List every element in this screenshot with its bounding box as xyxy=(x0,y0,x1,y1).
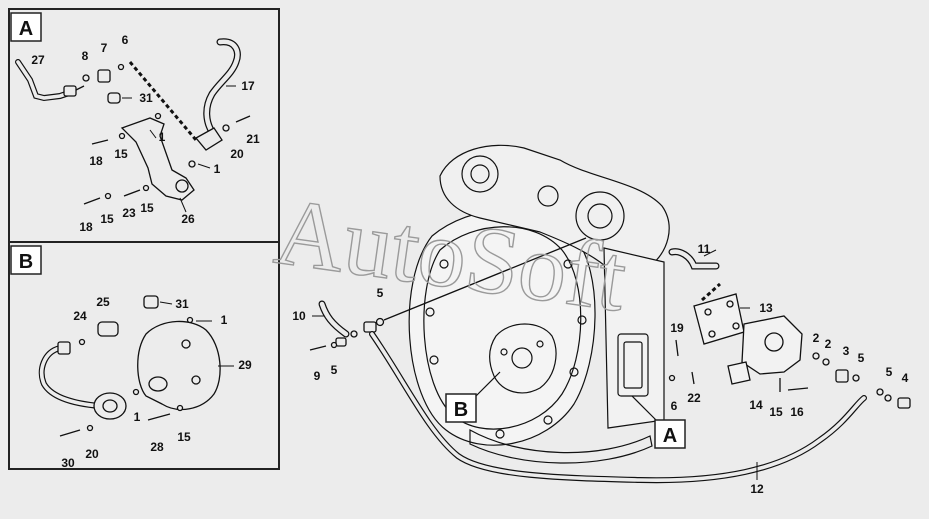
transmission-assembly xyxy=(408,144,670,464)
part-number: 15 xyxy=(100,212,114,226)
inset-b-label-box xyxy=(10,245,42,275)
main-callouts: 11 13 19 10 5 9 5 2 2 3 5 5 4 22 6 14 15… xyxy=(292,242,908,496)
part-number: 18 xyxy=(79,220,93,234)
part-number: 31 xyxy=(139,91,153,105)
part-number: 17 xyxy=(241,79,255,93)
inset-b-label: B xyxy=(19,251,33,273)
part-number: 20 xyxy=(85,447,99,461)
part-number: 5 xyxy=(858,351,865,365)
part-number: 1 xyxy=(221,313,228,327)
inset-a-label-box xyxy=(10,12,42,42)
part-number: 21 xyxy=(246,132,260,146)
part-number: 22 xyxy=(687,391,701,405)
part-number: 14 xyxy=(749,398,763,412)
part-number: 9 xyxy=(314,369,321,383)
part-number: 1 xyxy=(214,162,221,176)
part-number: 1 xyxy=(134,410,141,424)
inset-a-label: A xyxy=(19,18,33,40)
part-number: 10 xyxy=(292,309,306,323)
part-number: 6 xyxy=(671,399,678,413)
part-number: 20 xyxy=(230,147,244,161)
callout-a-label: A xyxy=(663,425,677,447)
external-parts xyxy=(309,237,911,484)
part-number: 6 xyxy=(122,33,129,47)
part-number: 1 xyxy=(159,130,166,144)
part-number: 29 xyxy=(238,358,252,372)
part-number: 27 xyxy=(31,53,45,67)
part-number: 5 xyxy=(331,363,338,377)
part-number: 15 xyxy=(769,405,783,419)
inset-b-callouts: 25 31 24 1 29 1 28 15 30 20 xyxy=(61,295,252,470)
part-number: 16 xyxy=(790,405,804,419)
part-number: 2 xyxy=(825,337,832,351)
part-number: 4 xyxy=(902,371,909,385)
part-number: 15 xyxy=(114,147,128,161)
part-number: 24 xyxy=(73,309,87,323)
part-number: 15 xyxy=(140,201,154,215)
part-number: 28 xyxy=(150,440,164,454)
part-number: 13 xyxy=(759,301,773,315)
part-number: 23 xyxy=(122,206,136,220)
inset-a-callouts: 27 8 7 6 17 31 1 21 20 18 15 1 18 15 23 … xyxy=(31,33,260,234)
part-number: 7 xyxy=(101,41,108,55)
part-number: 15 xyxy=(177,430,191,444)
part-number: 18 xyxy=(89,154,103,168)
part-number: 2 xyxy=(813,331,820,345)
part-number: 3 xyxy=(843,344,850,358)
part-number: 5 xyxy=(886,365,893,379)
part-number: 31 xyxy=(175,297,189,311)
part-number: 30 xyxy=(61,456,75,470)
inset-b: B 25 xyxy=(8,241,280,470)
callout-a: A xyxy=(631,395,686,449)
part-number: 19 xyxy=(670,321,684,335)
callout-b-label: B xyxy=(454,399,468,421)
inset-a: A xyxy=(8,8,280,243)
part-number: 26 xyxy=(181,212,195,226)
part-number: 12 xyxy=(750,482,764,496)
part-number: 5 xyxy=(377,286,384,300)
part-number: 11 xyxy=(698,242,711,256)
part-number: 8 xyxy=(82,49,89,63)
part-number: 25 xyxy=(96,295,110,309)
callout-b: B xyxy=(445,371,501,423)
